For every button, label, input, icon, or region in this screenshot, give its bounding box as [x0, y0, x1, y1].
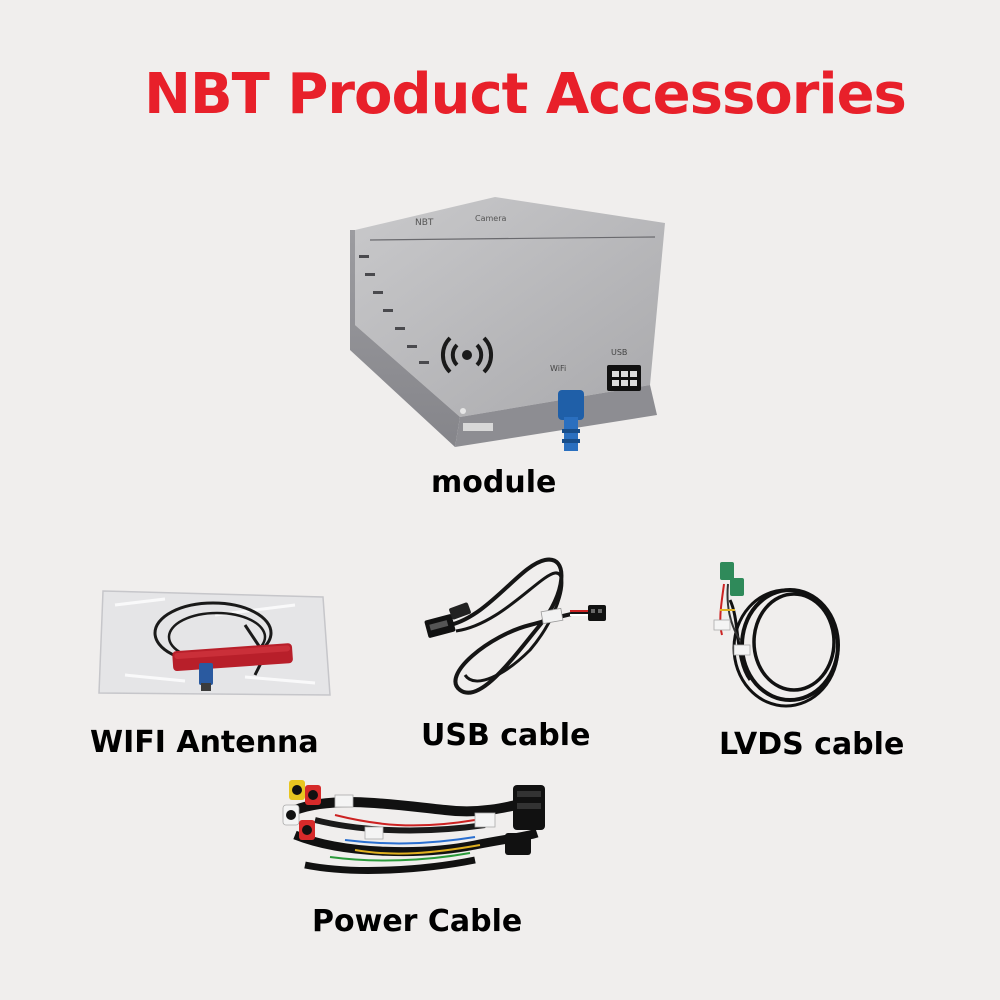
- power-cable-image: [275, 775, 555, 890]
- power-cable-label: Power Cable: [312, 904, 523, 939]
- module-label: module: [431, 465, 557, 500]
- module-marking-wifi: WiFi: [550, 364, 566, 373]
- module-image: NBT Camera WiFi USB: [345, 185, 665, 455]
- usb-cable-label: USB cable: [421, 718, 591, 753]
- lvds-cable-label: LVDS cable: [719, 727, 905, 762]
- wireless-signal-icon: [440, 336, 494, 374]
- usb-cable-image: [420, 555, 615, 710]
- wifi-antenna-image: [95, 585, 335, 710]
- module-marking-nbt: NBT: [415, 218, 434, 228]
- module-marking-camera: Camera: [475, 214, 506, 223]
- lvds-cable-image: [700, 550, 850, 710]
- page-title: NBT Product Accessories: [144, 62, 907, 127]
- wifi-antenna-label: WIFI Antenna: [90, 725, 319, 760]
- module-marking-usb: USB: [611, 348, 627, 357]
